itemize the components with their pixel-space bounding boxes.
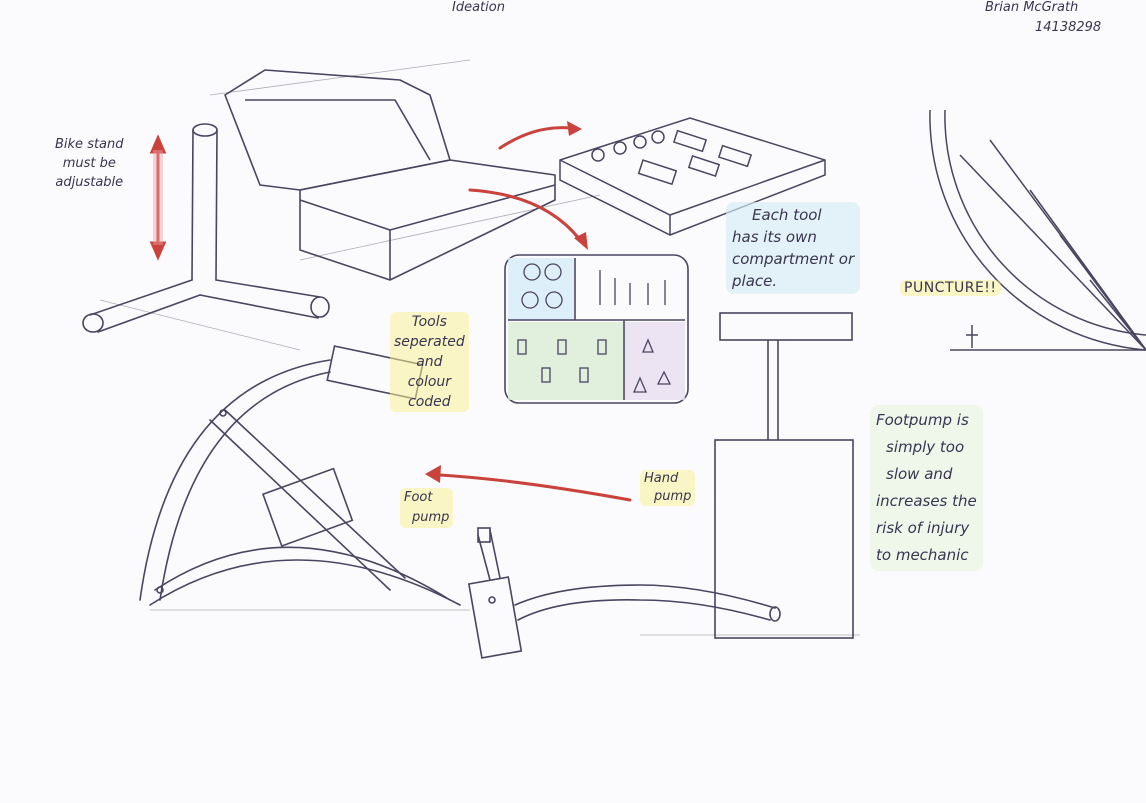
note-line: coded bbox=[394, 392, 465, 412]
note-tools-separated: Tools seperated and colour coded bbox=[390, 312, 469, 412]
note-line: compartment or bbox=[732, 248, 854, 270]
note-line: Tools bbox=[394, 312, 465, 332]
hand-pump-sketch bbox=[715, 313, 853, 638]
note-line: slow and bbox=[876, 461, 977, 488]
note-line: pump bbox=[644, 488, 691, 506]
note-footpump-slow: Footpump is simply too slow and increase… bbox=[870, 405, 983, 571]
note-line: has its own bbox=[732, 226, 854, 248]
author-name: Brian McGrath bbox=[985, 0, 1078, 15]
author-id: 14138298 bbox=[1035, 20, 1101, 35]
note-line: risk of injury bbox=[876, 515, 977, 542]
note-line: adjustable bbox=[55, 173, 124, 192]
note-line: to mechanic bbox=[876, 542, 977, 569]
note-line: increases the bbox=[876, 488, 977, 515]
note-line: pump bbox=[404, 508, 449, 528]
note-line: Hand bbox=[644, 470, 691, 488]
note-line: and bbox=[394, 352, 465, 372]
colour-coded-layout bbox=[505, 255, 688, 403]
note-each-tool: Each tool has its own compartment or pla… bbox=[726, 202, 860, 294]
note-line: place. bbox=[732, 270, 854, 292]
wheel-sketch bbox=[930, 110, 1146, 350]
note-line: seperated bbox=[394, 332, 465, 352]
note-line: Each tool bbox=[732, 204, 854, 226]
note-line: must be bbox=[55, 154, 124, 173]
note-line: simply too bbox=[876, 434, 977, 461]
note-line: Footpump is bbox=[876, 407, 977, 434]
note-foot-pump: Foot pump bbox=[400, 488, 453, 528]
note-line: Bike stand bbox=[55, 135, 124, 154]
note-bike-stand: Bike stand must be adjustable bbox=[55, 135, 124, 192]
arrow-to-tray bbox=[500, 128, 570, 148]
note-line: Foot bbox=[404, 488, 449, 508]
note-hand-pump: Hand pump bbox=[640, 470, 695, 506]
toolbox-sketch bbox=[225, 70, 555, 280]
arrow-hand-to-foot bbox=[440, 475, 630, 500]
note-line: colour bbox=[394, 372, 465, 392]
note-puncture: PUNCTURE!! bbox=[900, 280, 1001, 296]
page-title: Ideation bbox=[452, 0, 505, 15]
